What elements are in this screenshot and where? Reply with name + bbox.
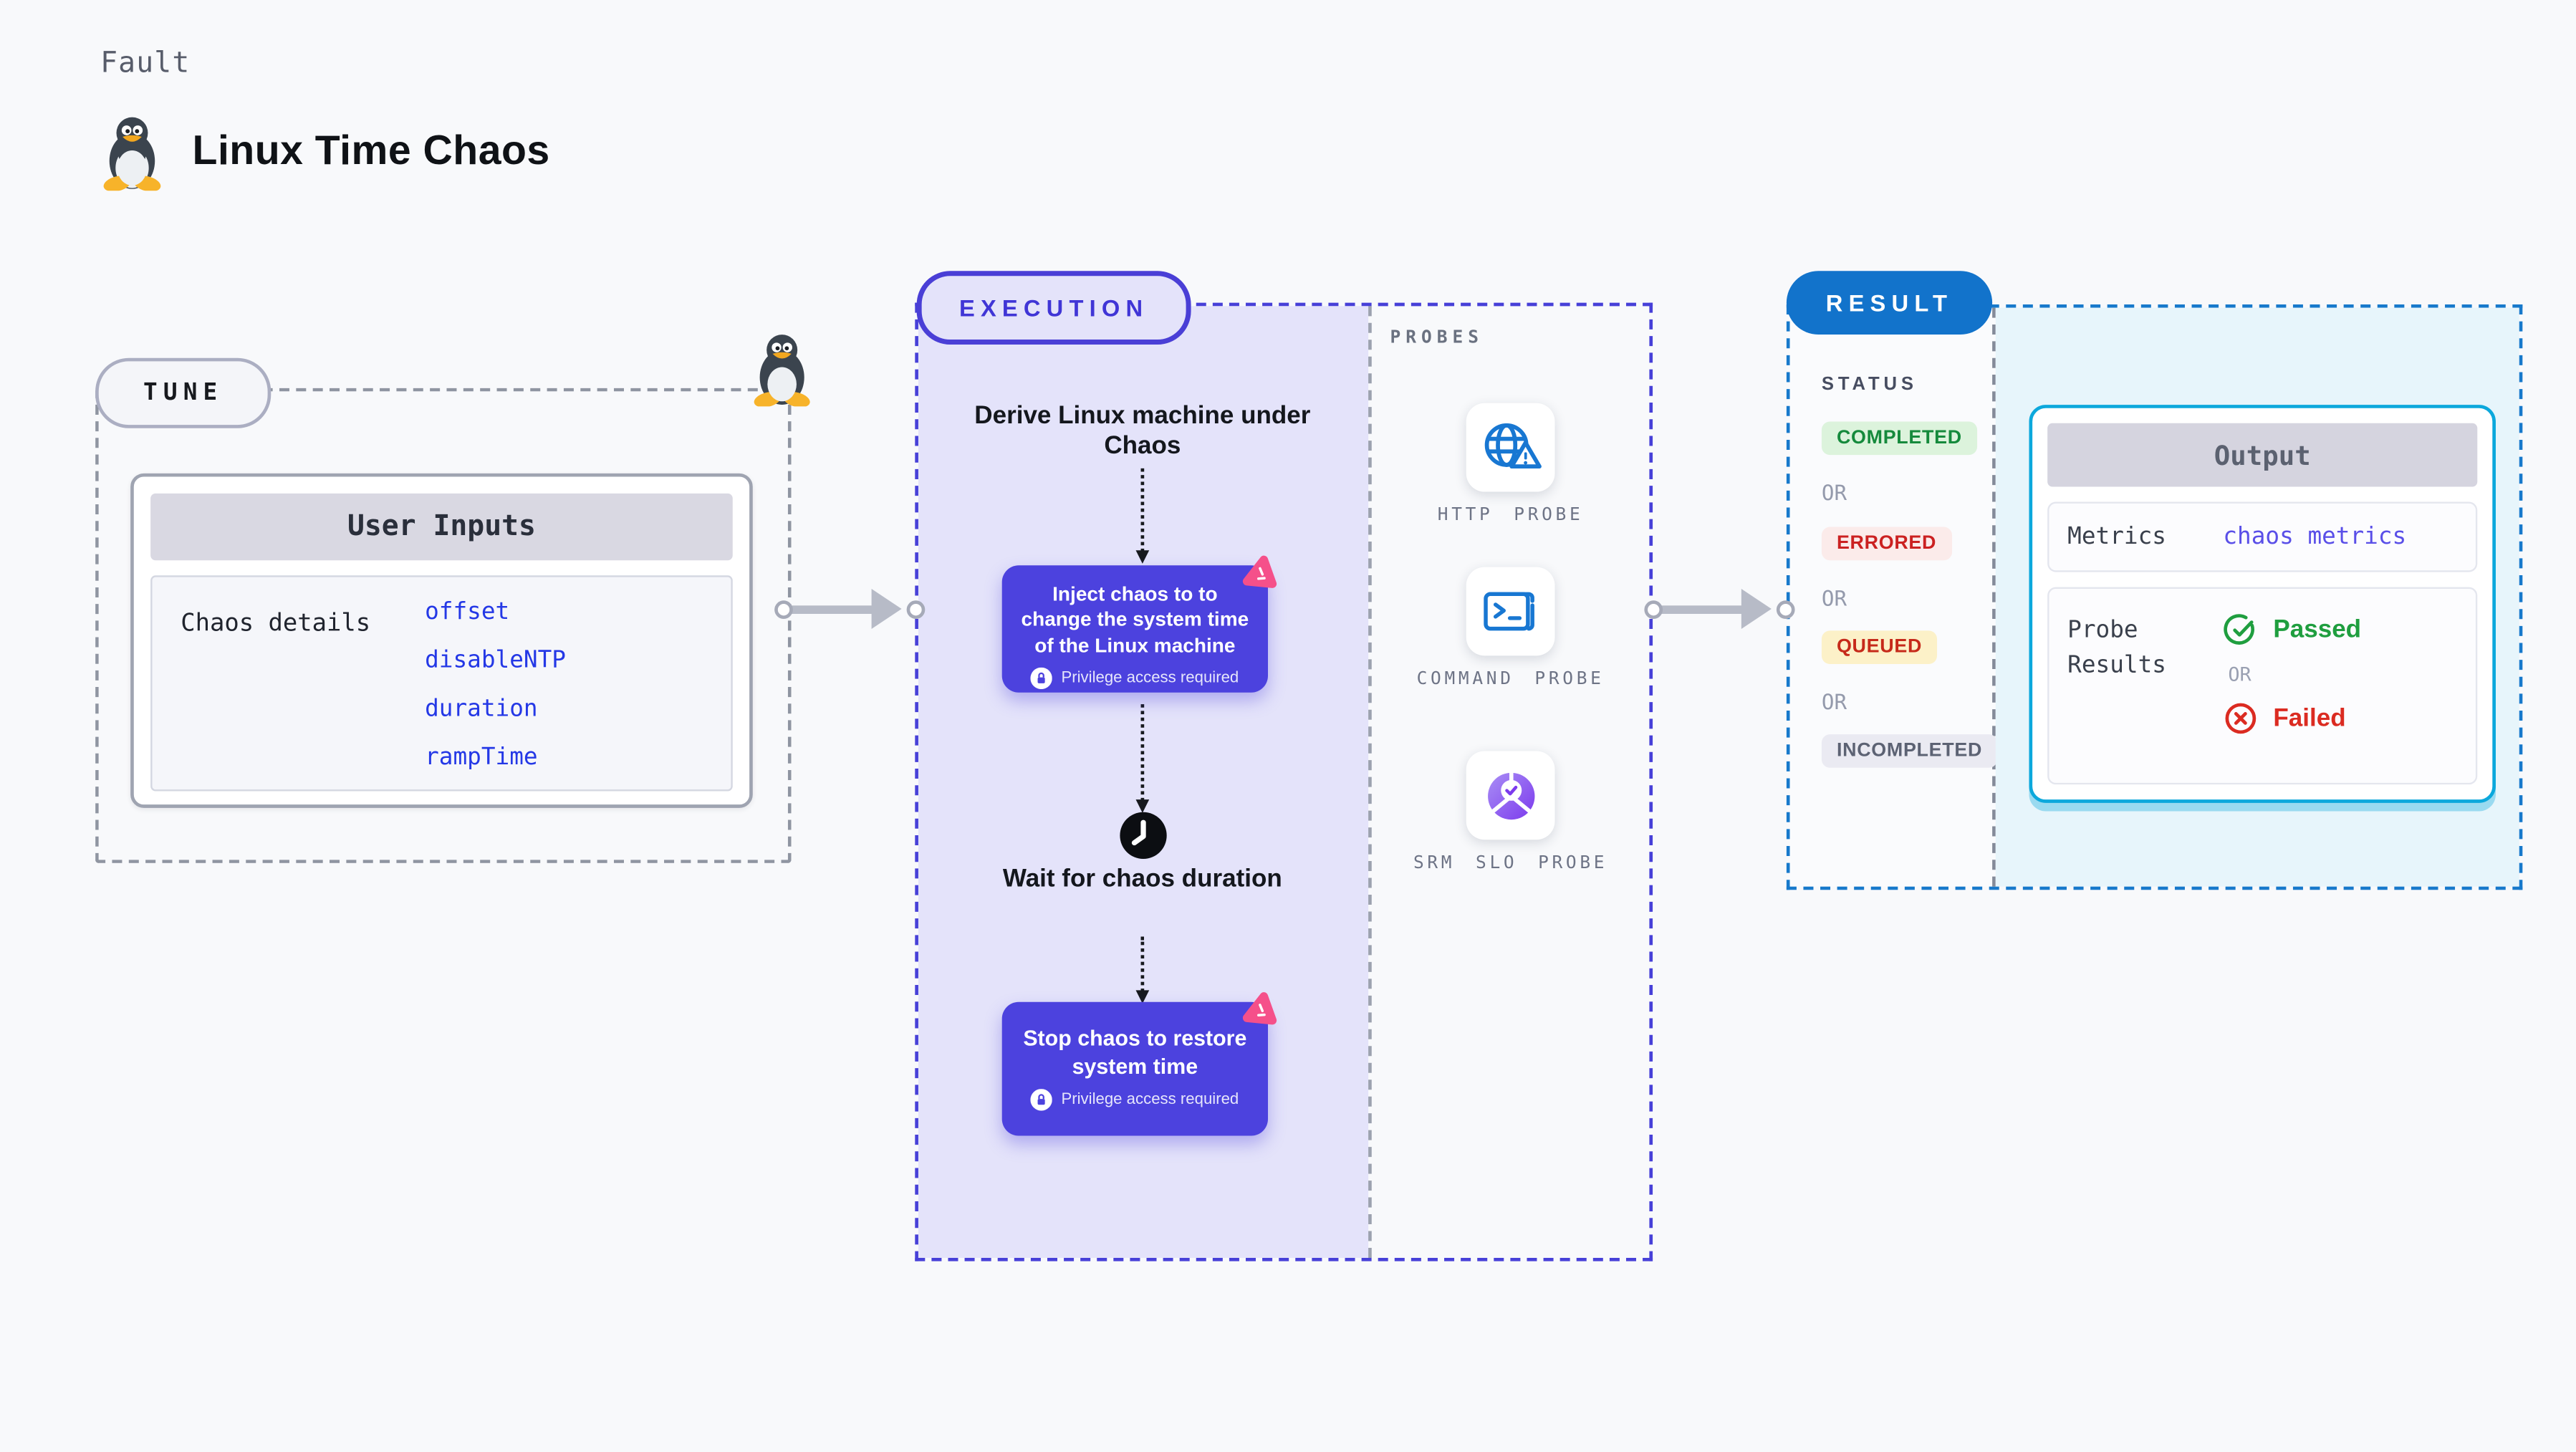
command-probe-card [1466,567,1555,656]
probes-heading: PROBES [1390,327,1484,348]
output-card: Output Metrics chaos metrics Probe Resul… [2029,405,2496,803]
or-separator: OR [1821,689,1847,715]
tune-pill: TUNE [95,357,271,428]
input-value-disablentp: disableNTP [425,647,566,675]
user-inputs-card: User Inputs Chaos details offset disable… [130,473,753,808]
passed-text: Passed [2273,615,2362,645]
privilege-ribbon: Privilege access required [1019,1089,1251,1112]
srm-slo-probe-card [1466,751,1555,840]
input-value-duration: duration [425,696,538,723]
input-value-ramptime: rampTime [425,744,538,771]
or-separator: OR [2228,662,2251,686]
flow-arrow-3 [1135,936,1149,1004]
status-badge-completed: COMPLETED [1821,421,1977,456]
tux-penguin-icon [100,114,164,191]
tux-penguin-icon-small [751,331,812,407]
status-column: STATUS COMPLETED OR ERRORED OR QUEUED OR… [1789,307,1998,887]
chaos-details-label: Chaos details [181,610,371,638]
user-inputs-header: User Inputs [150,493,733,561]
inject-chaos-node: Inject chaos to to change the system tim… [1001,565,1269,693]
metrics-value: chaos metrics [2223,523,2407,551]
or-separator: OR [1821,480,1847,506]
inject-chaos-text: Inject chaos to to change the system tim… [1021,582,1249,658]
status-badge-queued: QUEUED [1821,630,1938,665]
execution-pill: EXECUTION [916,271,1191,345]
clock-icon [1119,812,1168,860]
output-area: Output Metrics chaos metrics Probe Resul… [1995,307,2519,887]
flow-arrow-2 [1135,704,1149,813]
http-probe-card [1466,403,1555,492]
stop-chaos-node: Stop chaos to restore system time Privil… [1001,1001,1269,1136]
page-title: Linux Time Chaos [192,128,550,174]
page-title-row: Linux Time Chaos [100,114,550,191]
slo-donut-icon [1481,765,1541,825]
execution-to-result-arrow [1644,588,1795,629]
execution-flow-column: Derive Linux machine under Chaos Inject … [918,306,1369,1258]
metrics-label: Metrics [2067,523,2166,551]
status-badge-errored: ERRORED [1821,527,1952,561]
failed-text: Failed [2273,704,2346,733]
failed-line: Failed [2223,701,2361,736]
check-circle-icon [2223,612,2258,648]
passed-line: Passed [2223,612,2361,648]
user-inputs-body: Chaos details offset disableNTP duration… [150,575,733,792]
flow-arrow-1 [1135,468,1149,564]
stop-chaos-text: Stop chaos to restore system time [1023,1025,1247,1079]
probe-results-row: Probe Results Passed OR [2047,587,2478,785]
probes-column: PROBES HTTP PROBE [1368,306,1649,1258]
status-badge-incompleted: INCOMPLETED [1821,734,1998,768]
privilege-text: Privilege access required [1061,669,1239,688]
privilege-ribbon: Privilege access required [1019,667,1251,690]
chaos-logo-icon [1241,552,1282,592]
http-probe-label: HTTP PROBE [1437,505,1584,526]
output-header: Output [2047,423,2478,487]
derive-node-text: Derive Linux machine under Chaos [974,401,1311,461]
tune-section-box [95,388,792,863]
lock-icon [1031,667,1053,690]
privilege-text: Privilege access required [1061,1091,1239,1110]
metrics-row: Metrics chaos metrics [2047,501,2478,572]
fault-category-label: Fault [100,47,191,81]
command-probe-label: COMMAND PROBE [1416,669,1605,690]
probe-results-label: Probe Results [2067,617,2166,680]
input-value-offset: offset [425,598,510,626]
probe-results-values: Passed OR Failed [2223,612,2361,736]
chaos-logo-icon [1241,989,1282,1029]
globe-warning-icon [1479,419,1542,476]
lock-icon [1031,1089,1053,1112]
result-section-box: STATUS COMPLETED OR ERRORED OR QUEUED OR… [1786,304,2523,890]
tune-to-execution-arrow [774,588,926,629]
srm-slo-probe-label: SRM SLO PROBE [1413,852,1608,873]
result-pill: RESULT [1786,271,1993,335]
terminal-icon [1481,587,1541,636]
status-heading: STATUS [1821,375,1918,395]
execution-section-box: Derive Linux machine under Chaos Inject … [915,302,1653,1261]
wait-node-text: Wait for chaos duration [1002,865,1282,893]
or-separator: OR [1821,585,1847,611]
x-circle-icon [2223,701,2258,736]
